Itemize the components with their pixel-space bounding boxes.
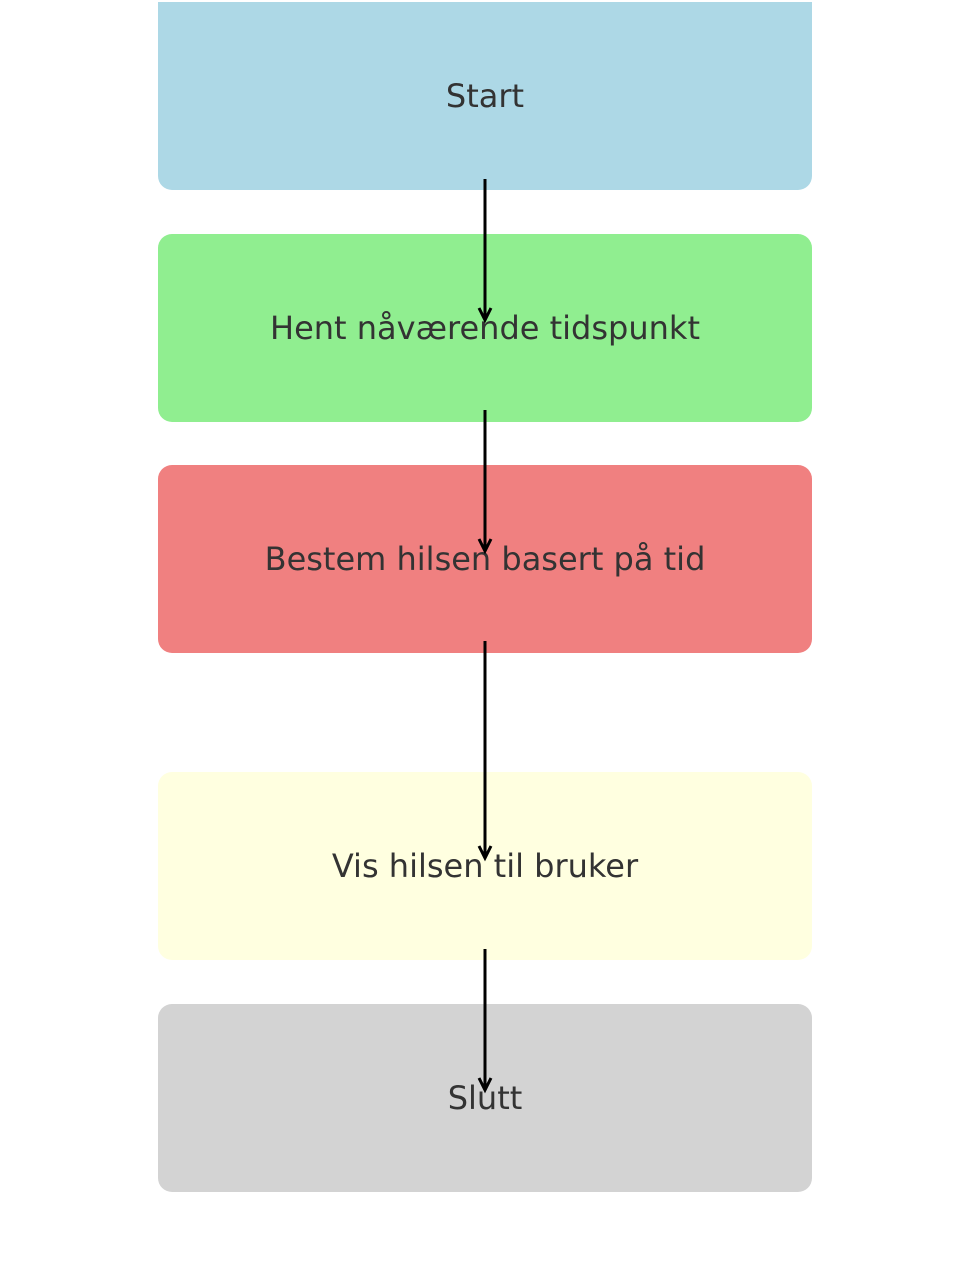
flow-step-label: Vis hilsen til bruker xyxy=(331,847,639,885)
flow-step-show-greeting: Vis hilsen til bruker xyxy=(158,772,812,960)
flow-step-label: Slutt xyxy=(447,1079,523,1117)
flow-step-end: Slutt xyxy=(158,1004,812,1192)
flow-step-fetch-time: Hent nåværende tidspunkt xyxy=(158,234,812,422)
flow-step-label: Bestem hilsen basert på tid xyxy=(264,540,706,578)
flow-step-decide-greeting: Bestem hilsen basert på tid xyxy=(158,465,812,653)
flow-step-label: Hent nåværende tidspunkt xyxy=(270,309,700,347)
flow-step-label: Start xyxy=(445,77,525,115)
flow-step-start: Start xyxy=(158,2,812,190)
